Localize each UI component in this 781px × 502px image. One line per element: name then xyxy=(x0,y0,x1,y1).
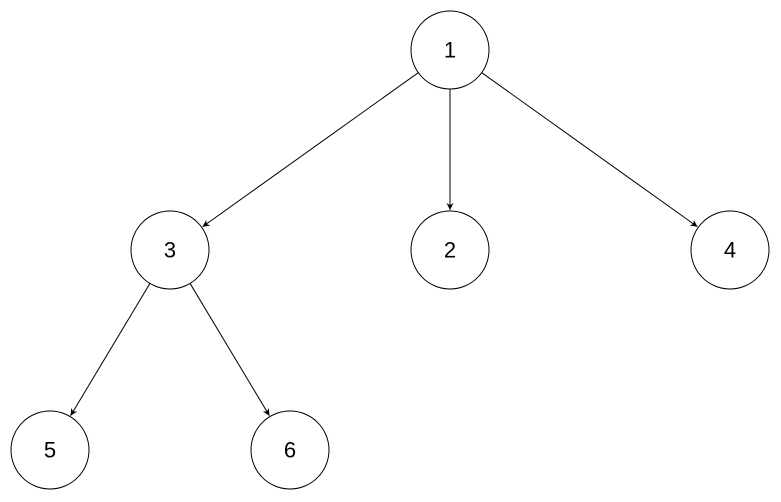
tree-node: 2 xyxy=(410,210,490,290)
node-label: 3 xyxy=(164,238,176,263)
edge-arrow xyxy=(189,283,270,416)
node-label: 5 xyxy=(44,438,56,463)
node-circle xyxy=(410,210,490,290)
node-circle xyxy=(130,210,210,290)
node-circle xyxy=(690,210,770,290)
node-circle xyxy=(10,410,90,490)
nodes-layer: 1 3 2 4 5 6 xyxy=(10,10,770,490)
tree-node: 5 xyxy=(10,410,90,490)
edge-arrow xyxy=(202,72,419,228)
tree-node: 4 xyxy=(690,210,770,290)
node-label: 1 xyxy=(444,38,456,63)
tree-node: 3 xyxy=(130,210,210,290)
node-circle xyxy=(250,410,330,490)
edges-layer xyxy=(70,72,698,416)
tree-node: 1 xyxy=(410,10,490,90)
node-label: 6 xyxy=(284,438,296,463)
tree-node: 6 xyxy=(250,410,330,490)
node-label: 2 xyxy=(444,238,456,263)
edge-arrow xyxy=(70,283,151,416)
node-label: 4 xyxy=(724,238,736,263)
node-circle xyxy=(410,10,490,90)
edge-arrow xyxy=(481,72,698,228)
